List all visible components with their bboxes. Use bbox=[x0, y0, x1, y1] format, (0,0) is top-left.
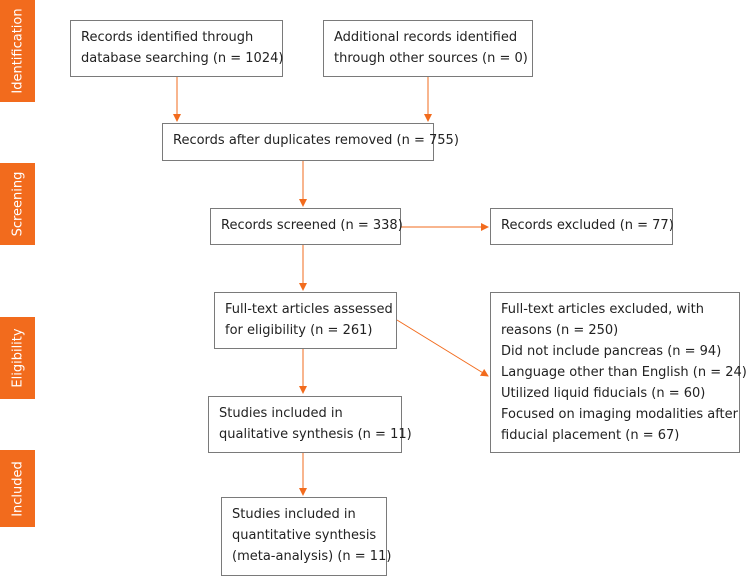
box-fulltext-assessed: Full-text articles assessed for eligibil… bbox=[214, 292, 397, 349]
box-text: fiducial placement (n = 67) bbox=[501, 428, 680, 443]
box-text: for eligibility (n = 261) bbox=[225, 323, 373, 338]
box-text: Studies included in bbox=[232, 507, 356, 522]
box-records-excluded: Records excluded (n = 77) bbox=[490, 208, 674, 245]
box-records-screened: Records screened (n = 338) bbox=[210, 208, 403, 245]
box-text: Additional records identified bbox=[334, 30, 518, 45]
box-text: Utilized liquid fiducials (n = 60) bbox=[501, 386, 706, 401]
phase-identification: Identification bbox=[0, 0, 35, 102]
box-qualitative-synthesis: Studies included in qualitative synthesi… bbox=[208, 396, 412, 453]
phase-eligibility: Eligibility bbox=[0, 317, 35, 399]
box-text: Records excluded (n = 77) bbox=[501, 218, 674, 233]
box-text: Records identified through bbox=[81, 30, 254, 45]
box-text: Language other than English (n = 24) bbox=[501, 365, 747, 380]
box-text: Focused on imaging modalities after bbox=[501, 407, 738, 422]
box-quantitative-synthesis: Studies included in quantitative synthes… bbox=[221, 497, 392, 576]
phase-screening: Screening bbox=[0, 163, 35, 245]
box-other-sources: Additional records identified through ot… bbox=[323, 20, 533, 77]
box-text: Full-text articles excluded, with bbox=[501, 302, 704, 317]
box-text: qualitative synthesis (n = 11) bbox=[219, 427, 412, 442]
box-text: quantitative synthesis bbox=[232, 528, 377, 543]
arrow-fulltext-to-excluded bbox=[396, 319, 489, 377]
box-text: reasons (n = 250) bbox=[501, 323, 619, 338]
box-text: (meta-analysis) (n = 11) bbox=[232, 549, 392, 564]
box-text: Full-text articles assessed bbox=[225, 302, 393, 317]
box-text: through other sources (n = 0) bbox=[334, 51, 528, 66]
box-database-search: Records identified through database sear… bbox=[70, 20, 283, 77]
box-text: database searching (n = 1024) bbox=[81, 51, 284, 66]
box-fulltext-excluded: Full-text articles excluded, with reason… bbox=[490, 292, 747, 453]
box-text: Records after duplicates removed (n = 75… bbox=[173, 133, 459, 148]
box-text: Records screened (n = 338) bbox=[221, 218, 403, 233]
phase-included: Included bbox=[0, 450, 35, 527]
box-text: Did not include pancreas (n = 94) bbox=[501, 344, 722, 359]
box-text: Studies included in bbox=[219, 406, 343, 421]
box-duplicates-removed: Records after duplicates removed (n = 75… bbox=[162, 123, 459, 161]
